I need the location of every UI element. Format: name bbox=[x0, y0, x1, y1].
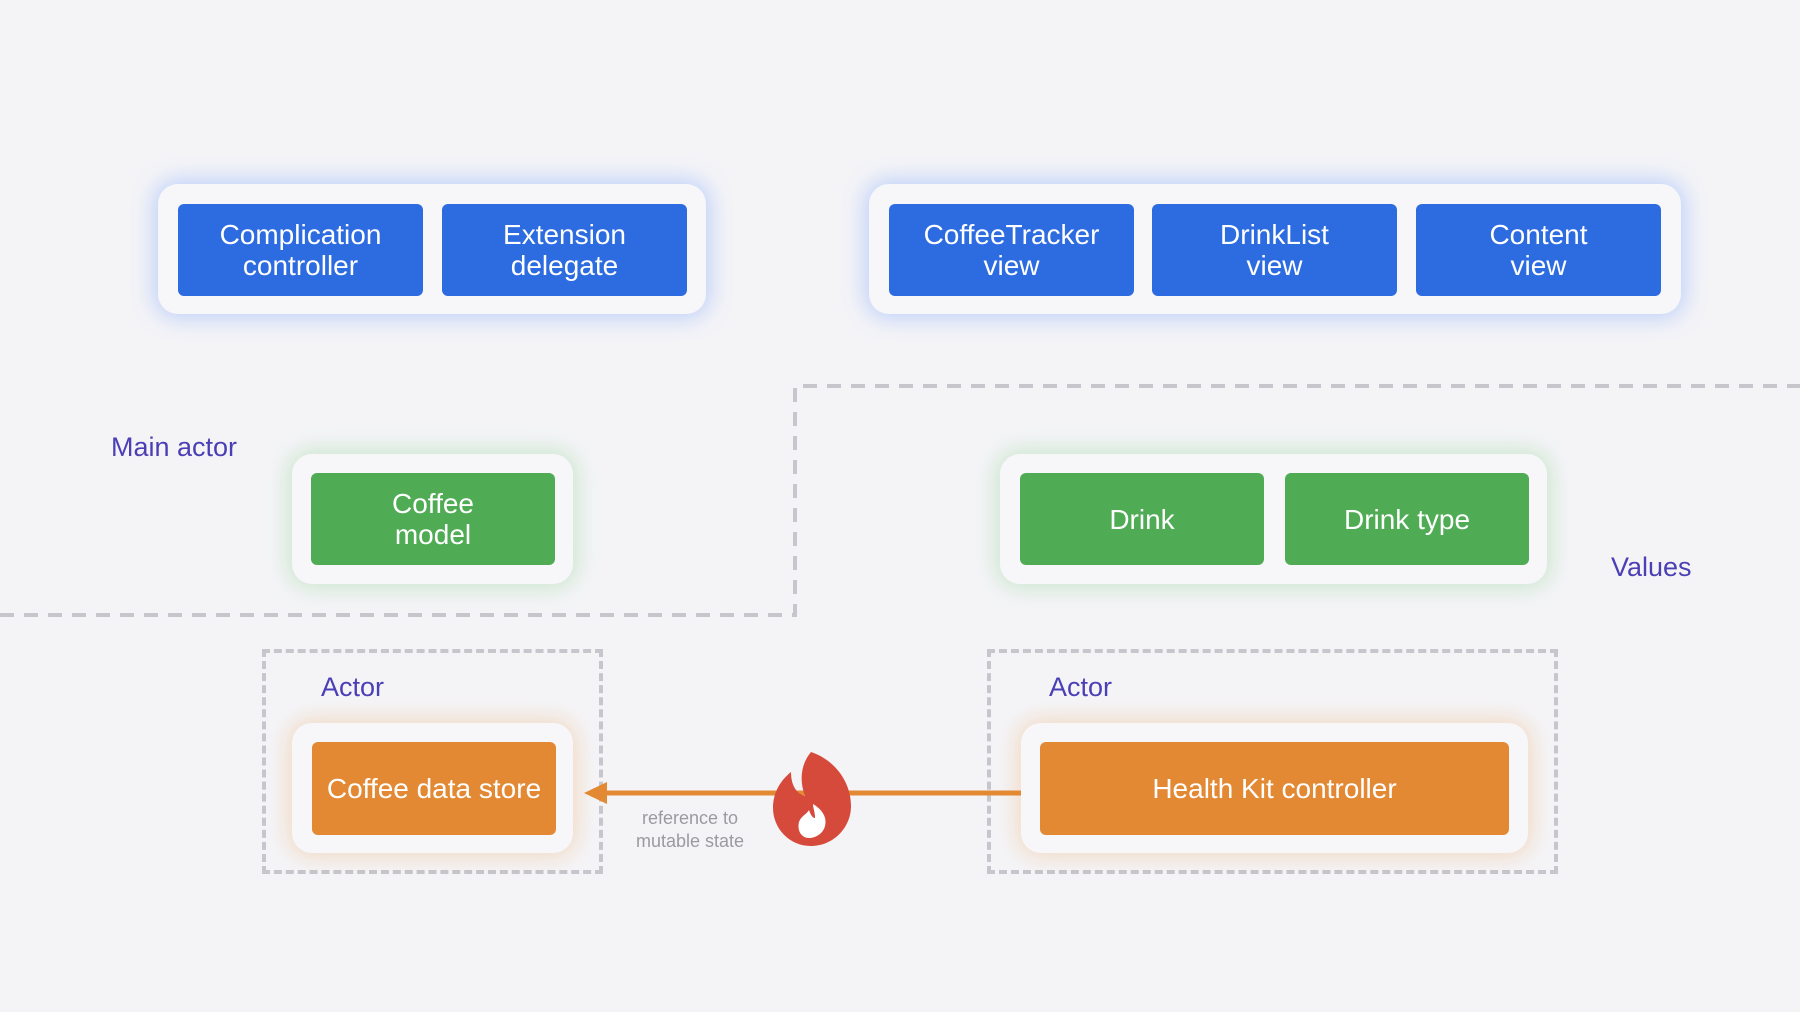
main-actor-boundary bbox=[0, 384, 1800, 617]
drinklist-view-node[interactable]: DrinkList view bbox=[1152, 204, 1397, 296]
extension-delegate-node[interactable]: Extension delegate bbox=[442, 204, 687, 296]
drink-node[interactable]: Drink bbox=[1020, 473, 1264, 565]
complication-controller-node[interactable]: Complication controller bbox=[178, 204, 423, 296]
actor-boundary-left bbox=[262, 649, 603, 874]
actor-label-left: Actor bbox=[321, 672, 385, 702]
main-actor-label: Main actor bbox=[111, 432, 238, 462]
coffeetracker-view-node[interactable]: CoffeeTracker view bbox=[889, 204, 1134, 296]
reference-arrow-head bbox=[584, 782, 607, 804]
values-label: Values bbox=[1611, 552, 1692, 582]
actor-boundary-right bbox=[987, 649, 1558, 874]
actor-label-right: Actor bbox=[1049, 672, 1113, 702]
drink-type-node[interactable]: Drink type bbox=[1285, 473, 1529, 565]
coffee-data-store-node[interactable]: Coffee data store bbox=[312, 742, 556, 835]
health-kit-controller-node[interactable]: Health Kit controller bbox=[1040, 742, 1509, 835]
reference-edge-label: reference to mutable state bbox=[635, 808, 745, 851]
flame-icon bbox=[773, 752, 851, 846]
content-view-node[interactable]: Content view bbox=[1416, 204, 1661, 296]
coffee-model-node[interactable]: Coffee model bbox=[311, 473, 555, 565]
